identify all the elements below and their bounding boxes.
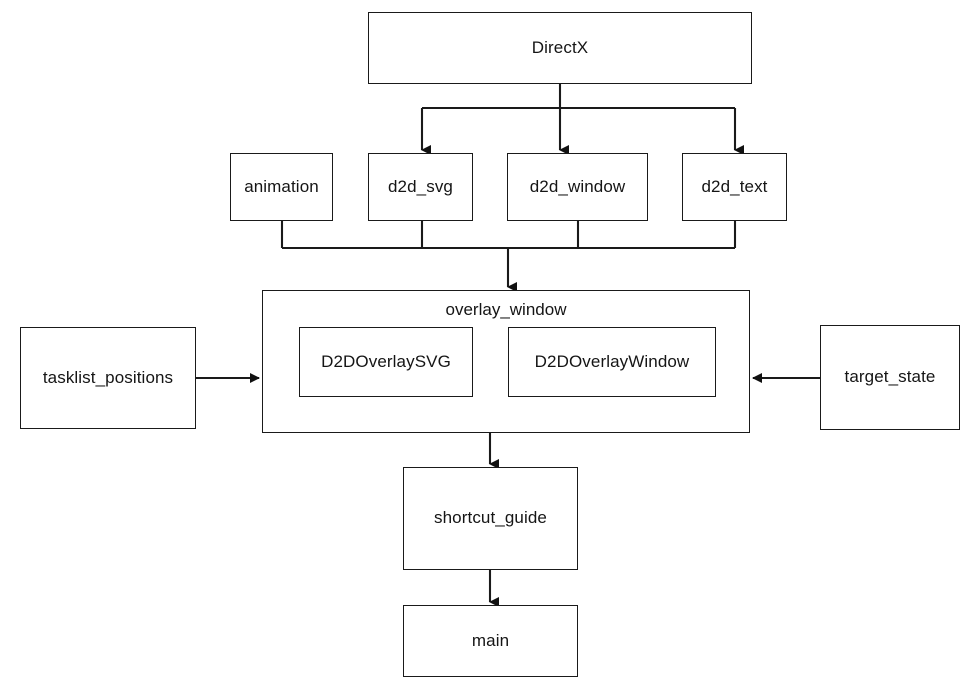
node-directx[interactable]: DirectX <box>368 12 752 84</box>
node-main[interactable]: main <box>403 605 578 677</box>
node-d2doverlaysvg-label: D2DOverlaySVG <box>321 351 451 371</box>
node-tasklist-positions[interactable]: tasklist_positions <box>20 327 196 429</box>
node-animation[interactable]: animation <box>230 153 333 221</box>
node-d2d-window-label: d2d_window <box>529 176 626 196</box>
node-d2doverlaysvg[interactable]: D2DOverlaySVG <box>299 327 473 397</box>
node-d2d-text-label: d2d_text <box>701 176 768 196</box>
node-d2d-window[interactable]: d2d_window <box>507 153 648 221</box>
node-d2doverlaywindow[interactable]: D2DOverlayWindow <box>508 327 716 397</box>
node-main-label: main <box>471 630 510 650</box>
node-d2d-svg-label: d2d_svg <box>388 176 453 196</box>
node-d2d-svg[interactable]: d2d_svg <box>368 153 473 221</box>
node-shortcut-guide-label: shortcut_guide <box>434 508 547 528</box>
node-d2d-text[interactable]: d2d_text <box>682 153 787 221</box>
cluster-overlay-window-label: overlay_window <box>445 300 567 319</box>
node-d2doverlaywindow-label: D2DOverlayWindow <box>534 351 690 371</box>
node-tasklist-positions-label: tasklist_positions <box>42 367 174 387</box>
node-animation-label: animation <box>244 176 319 196</box>
node-target-state[interactable]: target_state <box>820 325 960 430</box>
node-directx-label: DirectX <box>531 37 589 57</box>
node-shortcut-guide[interactable]: shortcut_guide <box>403 467 578 570</box>
node-target-state-label: target_state <box>844 367 936 387</box>
